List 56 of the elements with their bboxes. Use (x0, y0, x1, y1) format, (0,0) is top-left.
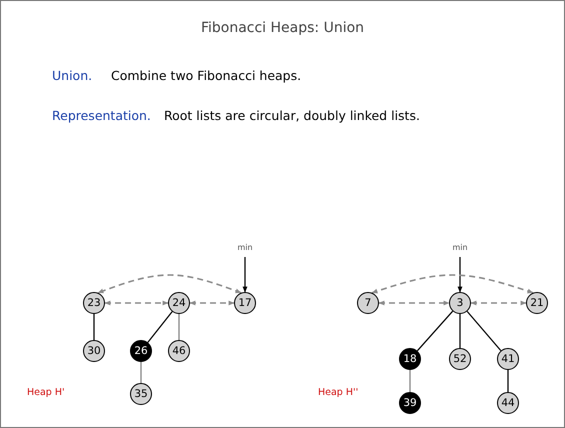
node-key: 17 (238, 297, 252, 309)
pointer-label: min (237, 243, 253, 254)
tree-edge (178, 314, 180, 340)
marked-heap-node (399, 348, 421, 370)
node-key: 3 (456, 297, 464, 309)
tree-edge (459, 314, 461, 348)
pointer-label: min (452, 243, 468, 254)
term-heading: Representation. (52, 108, 151, 123)
marked-heap-node (130, 340, 152, 362)
heap-node (357, 292, 379, 314)
marked-heap-node (399, 392, 421, 414)
root-list-link (98, 274, 242, 294)
node-key: 41 (501, 353, 515, 365)
tree-edge (416, 310, 454, 352)
heap-node (449, 348, 471, 370)
heap-node (497, 348, 519, 370)
heap-node (83, 292, 105, 314)
node-key: 21 (530, 297, 544, 309)
tree-edge (507, 370, 509, 392)
root-list-link (372, 274, 534, 294)
node-key: 39 (403, 397, 417, 409)
root-list-link (378, 300, 450, 306)
heap-node (234, 292, 256, 314)
heap-node (168, 340, 190, 362)
node-key: 52 (453, 353, 467, 365)
min-pointer-arrow (458, 257, 462, 293)
tree-edge (147, 311, 173, 343)
min-pointer-arrow (242, 257, 248, 293)
description: Combine two Fibonacci heaps. (111, 68, 302, 83)
node-key: 46 (172, 345, 186, 357)
heap-node (83, 340, 105, 362)
heap-node (526, 292, 548, 314)
node-key: 35 (134, 388, 148, 400)
node-key: 23 (87, 297, 101, 309)
node-key: 7 (364, 297, 372, 309)
term-heading: Union. (52, 68, 92, 83)
slide-title: Fibonacci Heaps: Union (200, 20, 366, 36)
node-key: 18 (403, 353, 417, 365)
tree-edge (93, 314, 95, 340)
tree-edge (409, 370, 411, 392)
heap-node (168, 292, 190, 314)
node-key: 44 (501, 397, 515, 409)
heap-node (449, 292, 471, 314)
heap-caption: Heap H'' (318, 387, 358, 398)
node-key: 26 (134, 345, 148, 357)
node-key: 24 (172, 297, 186, 309)
root-list-link (470, 300, 527, 306)
root-list-link (189, 300, 235, 306)
tree-edge (466, 310, 502, 352)
tree-edge (140, 362, 142, 383)
heap-node (497, 392, 519, 414)
root-list-link (104, 300, 169, 306)
heap-caption: Heap H' (27, 387, 65, 398)
heap-node (130, 383, 152, 405)
node-key: 30 (87, 345, 101, 357)
description: Root lists are circular, doubly linked lists. (164, 108, 420, 123)
